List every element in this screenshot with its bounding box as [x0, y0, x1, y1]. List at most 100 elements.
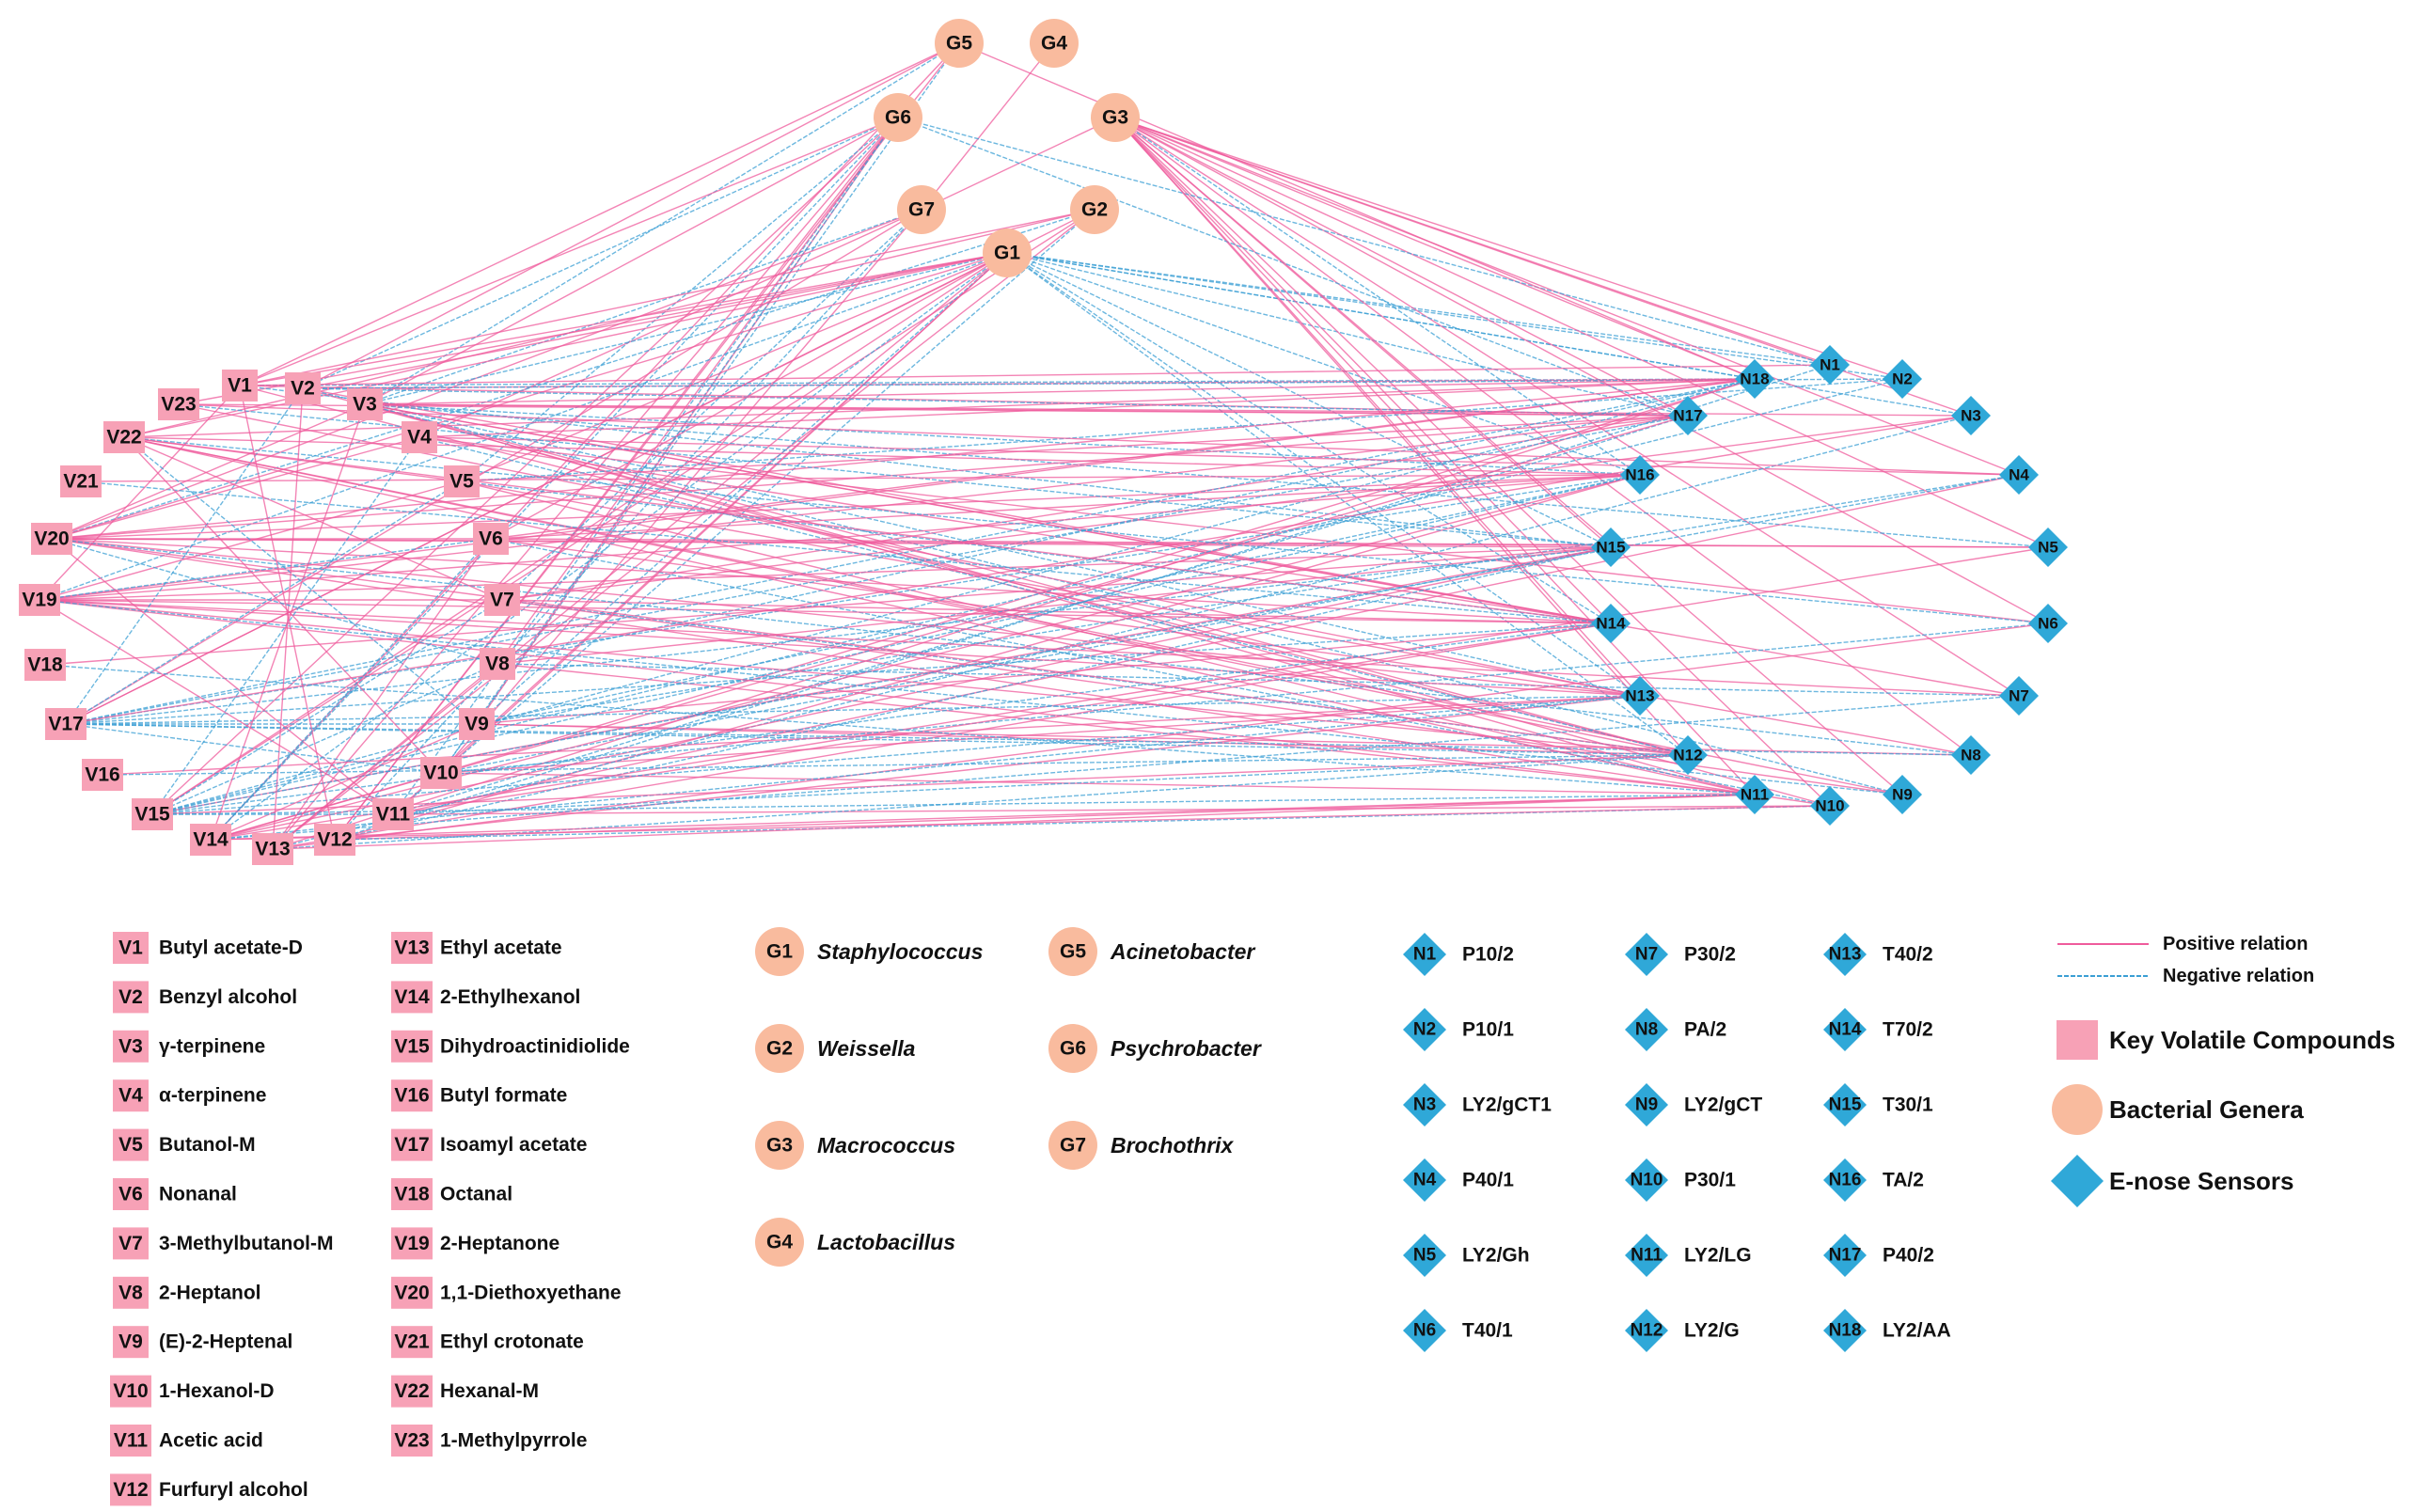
- legend-node-id: V23: [394, 1430, 429, 1452]
- legend-name: Acetic acid: [159, 1430, 263, 1452]
- edge-V7-N17: [501, 415, 1689, 601]
- edge-V20-V4: [51, 436, 420, 540]
- sensor-node-label: N14: [1596, 615, 1626, 633]
- edge-G5-V2: [302, 42, 960, 389]
- compound-node-label: V4: [407, 427, 432, 449]
- edge-G3-N8: [1114, 117, 1972, 756]
- edge-G3-N6: [1114, 117, 2049, 624]
- legend-node-id: V9: [118, 1331, 143, 1353]
- sensor-node-label: N4: [2009, 466, 2029, 484]
- edge-V10-N6: [440, 622, 2049, 774]
- edge-V17-N15: [65, 546, 1612, 725]
- sensor-node-n7: N7: [1999, 676, 2039, 716]
- legend-name: Nonanal: [159, 1184, 237, 1205]
- legend-name: LY2/gCT1: [1462, 1095, 1552, 1116]
- legend-name: T40/2: [1883, 944, 1933, 966]
- edge-V20-N8: [51, 538, 1972, 756]
- edge-V22-V5: [123, 436, 463, 482]
- compound-node-v14: V14: [190, 824, 231, 856]
- legend-name: Lactobacillus: [817, 1230, 955, 1254]
- edge-G2-V1: [239, 209, 1095, 386]
- edge-V14-N5: [210, 546, 2049, 841]
- sensor-node-label: N15: [1596, 539, 1625, 557]
- edge-V8-N7: [496, 663, 2020, 697]
- legend-node-id: V10: [113, 1380, 148, 1402]
- edge-V22-N14: [123, 436, 1612, 624]
- compound-node-v1: V1: [222, 370, 258, 402]
- edge-V7-N14: [501, 599, 1612, 624]
- sensor-node-label: N6: [2038, 615, 2058, 633]
- compound-node-v5: V5: [444, 465, 480, 497]
- edge-G1-N3: [1006, 252, 1972, 417]
- sensor-node-label: N16: [1625, 466, 1654, 484]
- edge-G1-V22: [123, 252, 1008, 438]
- compound-node-v21: V21: [60, 465, 102, 497]
- edge-V7-N3: [501, 415, 1972, 601]
- legend-node-id: G3: [766, 1135, 793, 1157]
- edge-V20-N5: [51, 538, 2049, 548]
- compound-node-v12: V12: [314, 824, 355, 856]
- edge-V1-N1: [239, 364, 1831, 386]
- edge-V11-N12: [392, 754, 1689, 815]
- legend-name: T40/1: [1462, 1320, 1513, 1342]
- edge-V14-N13: [210, 695, 1641, 841]
- legend-key-volatile-compounds: Key Volatile Compounds: [2057, 1020, 2395, 1060]
- edge-V13-N11: [272, 794, 1756, 850]
- edge-V20-N13: [51, 538, 1641, 697]
- sensor-node-n10: N10: [1810, 786, 1850, 826]
- genus-node-label: G7: [908, 199, 935, 221]
- sensor-node-n6: N6: [2028, 604, 2068, 643]
- edge-G3-N12: [1114, 117, 1689, 756]
- legend-name: Psychrobacter: [1111, 1036, 1262, 1061]
- edge-G1-V19: [39, 252, 1008, 601]
- legend-node-id: N7: [1635, 945, 1658, 965]
- sensor-node-n1: N1: [1810, 345, 1850, 385]
- sensor-node-label: N10: [1815, 797, 1844, 815]
- edge-G2-V15: [151, 209, 1095, 815]
- edge-V15-N4: [151, 474, 2020, 815]
- edge-G1-N2: [1006, 252, 1903, 380]
- legend-name: Butyl acetate-D: [159, 937, 303, 959]
- legend-node-id: N12: [1631, 1321, 1663, 1341]
- edge-G6-V1: [239, 117, 899, 386]
- edge-G3-N18: [1114, 117, 1756, 380]
- compound-node-v4: V4: [402, 421, 437, 453]
- legend-node-id: G2: [766, 1038, 793, 1060]
- compound-node-label: V11: [376, 804, 411, 826]
- edge-G2-V20: [51, 209, 1095, 540]
- edge-V19-N12: [39, 599, 1689, 756]
- legend-node-id: N1: [1413, 945, 1437, 965]
- legend-node-id: N14: [1829, 1020, 1862, 1040]
- legend-name: P30/1: [1684, 1170, 1736, 1191]
- edge-V3-N16: [364, 403, 1641, 476]
- edge-V17-V5: [65, 480, 463, 725]
- legend-negative-relation: Negative relation: [2057, 966, 2314, 986]
- compound-node-label: V9: [465, 714, 489, 735]
- edge-V1-V19: [39, 385, 241, 601]
- edge-V20-V8: [51, 538, 498, 665]
- legend-name: 2-Heptanone: [440, 1233, 559, 1254]
- legend-name: T70/2: [1883, 1019, 1933, 1041]
- legend-node-id: V14: [394, 986, 430, 1008]
- edge-V23-N4: [178, 403, 2020, 476]
- edge-G7-V3: [364, 209, 922, 405]
- compound-node-label: V21: [63, 471, 99, 493]
- edge-V15-N2: [151, 378, 1903, 815]
